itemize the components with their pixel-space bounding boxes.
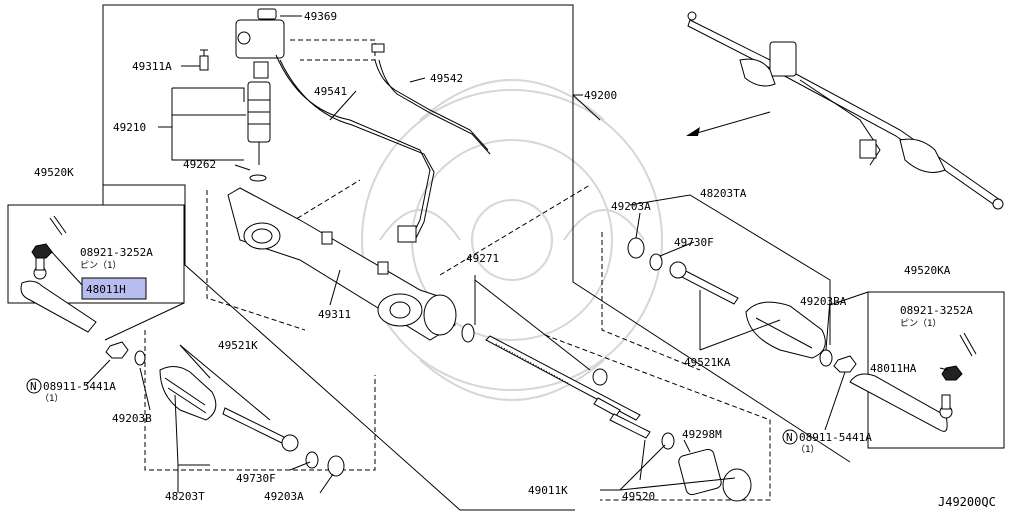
leader-lines bbox=[85, 15, 949, 494]
label-qty-right: （1） bbox=[796, 444, 819, 455]
highlight-48011h[interactable] bbox=[81, 277, 147, 300]
label-49298m[interactable]: 49298M bbox=[682, 428, 722, 441]
label-49311[interactable]: 49311 bbox=[318, 308, 351, 321]
gear-housing bbox=[227, 187, 475, 343]
label-49203ba[interactable]: 49203BA bbox=[800, 295, 847, 308]
label-49541[interactable]: 49541 bbox=[314, 85, 347, 98]
part-labels: 49369 49311A 49541 49542 49200 49210 492… bbox=[34, 10, 996, 509]
assembly-frame bbox=[102, 4, 851, 511]
label-48011ha[interactable]: 48011HA bbox=[870, 362, 917, 375]
hydraulic-pipes bbox=[275, 43, 491, 243]
label-49311a[interactable]: 49311A bbox=[132, 60, 172, 73]
label-49203b[interactable]: 49203B bbox=[112, 412, 152, 425]
label-49011k[interactable]: 49011K bbox=[528, 484, 568, 497]
pinion-valve-assembly bbox=[199, 8, 285, 182]
label-48011h[interactable]: 48011H bbox=[86, 283, 126, 296]
label-49521k[interactable]: 49521K bbox=[218, 339, 258, 352]
label-49730f-left[interactable]: 49730F bbox=[236, 472, 276, 485]
label-49521ka[interactable]: 49521KA bbox=[684, 356, 731, 369]
label-49210[interactable]: 49210 bbox=[113, 121, 146, 134]
nut-symbol-right: N bbox=[782, 429, 798, 445]
label-49369[interactable]: 49369 bbox=[304, 10, 337, 23]
diagram-code: J49200QC bbox=[938, 495, 996, 509]
label-49520ka[interactable]: 49520KA bbox=[904, 264, 951, 277]
rack-bar bbox=[485, 335, 752, 502]
label-49203a-left[interactable]: 49203A bbox=[264, 490, 304, 503]
label-49730f-right[interactable]: 49730F bbox=[674, 236, 714, 249]
left-tie-rod bbox=[7, 185, 345, 477]
label-48203t[interactable]: 48203T bbox=[165, 490, 205, 503]
overview-illustration bbox=[686, 11, 1004, 210]
label-qty-left: （1） bbox=[40, 393, 63, 404]
label-pin-right: ピン（1） bbox=[900, 318, 941, 329]
right-tie-rod bbox=[627, 194, 1005, 449]
label-49200[interactable]: 49200 bbox=[584, 89, 617, 102]
watermark bbox=[361, 79, 663, 401]
nut-symbol-left: N bbox=[26, 378, 42, 394]
label-49203a-right[interactable]: 49203A bbox=[611, 200, 651, 213]
nut-symbol-text: N bbox=[786, 431, 793, 444]
label-49262[interactable]: 49262 bbox=[183, 158, 216, 171]
label-49271[interactable]: 49271 bbox=[466, 252, 499, 265]
label-08921-3252a-left[interactable]: 08921-3252A bbox=[80, 246, 153, 259]
label-49542[interactable]: 49542 bbox=[430, 72, 463, 85]
label-48203ta[interactable]: 48203TA bbox=[700, 187, 747, 200]
label-08921-3252a-right[interactable]: 08921-3252A bbox=[900, 304, 973, 317]
label-08911-5441a-right[interactable]: 08911-5441A bbox=[799, 431, 872, 444]
label-49520[interactable]: 49520 bbox=[622, 490, 655, 503]
nut-symbol-text: N bbox=[30, 380, 37, 393]
label-08911-5441a-left[interactable]: 08911-5441A bbox=[43, 380, 116, 393]
label-49520k[interactable]: 49520K bbox=[34, 166, 74, 179]
label-pin-left: ピン（1） bbox=[80, 260, 121, 271]
